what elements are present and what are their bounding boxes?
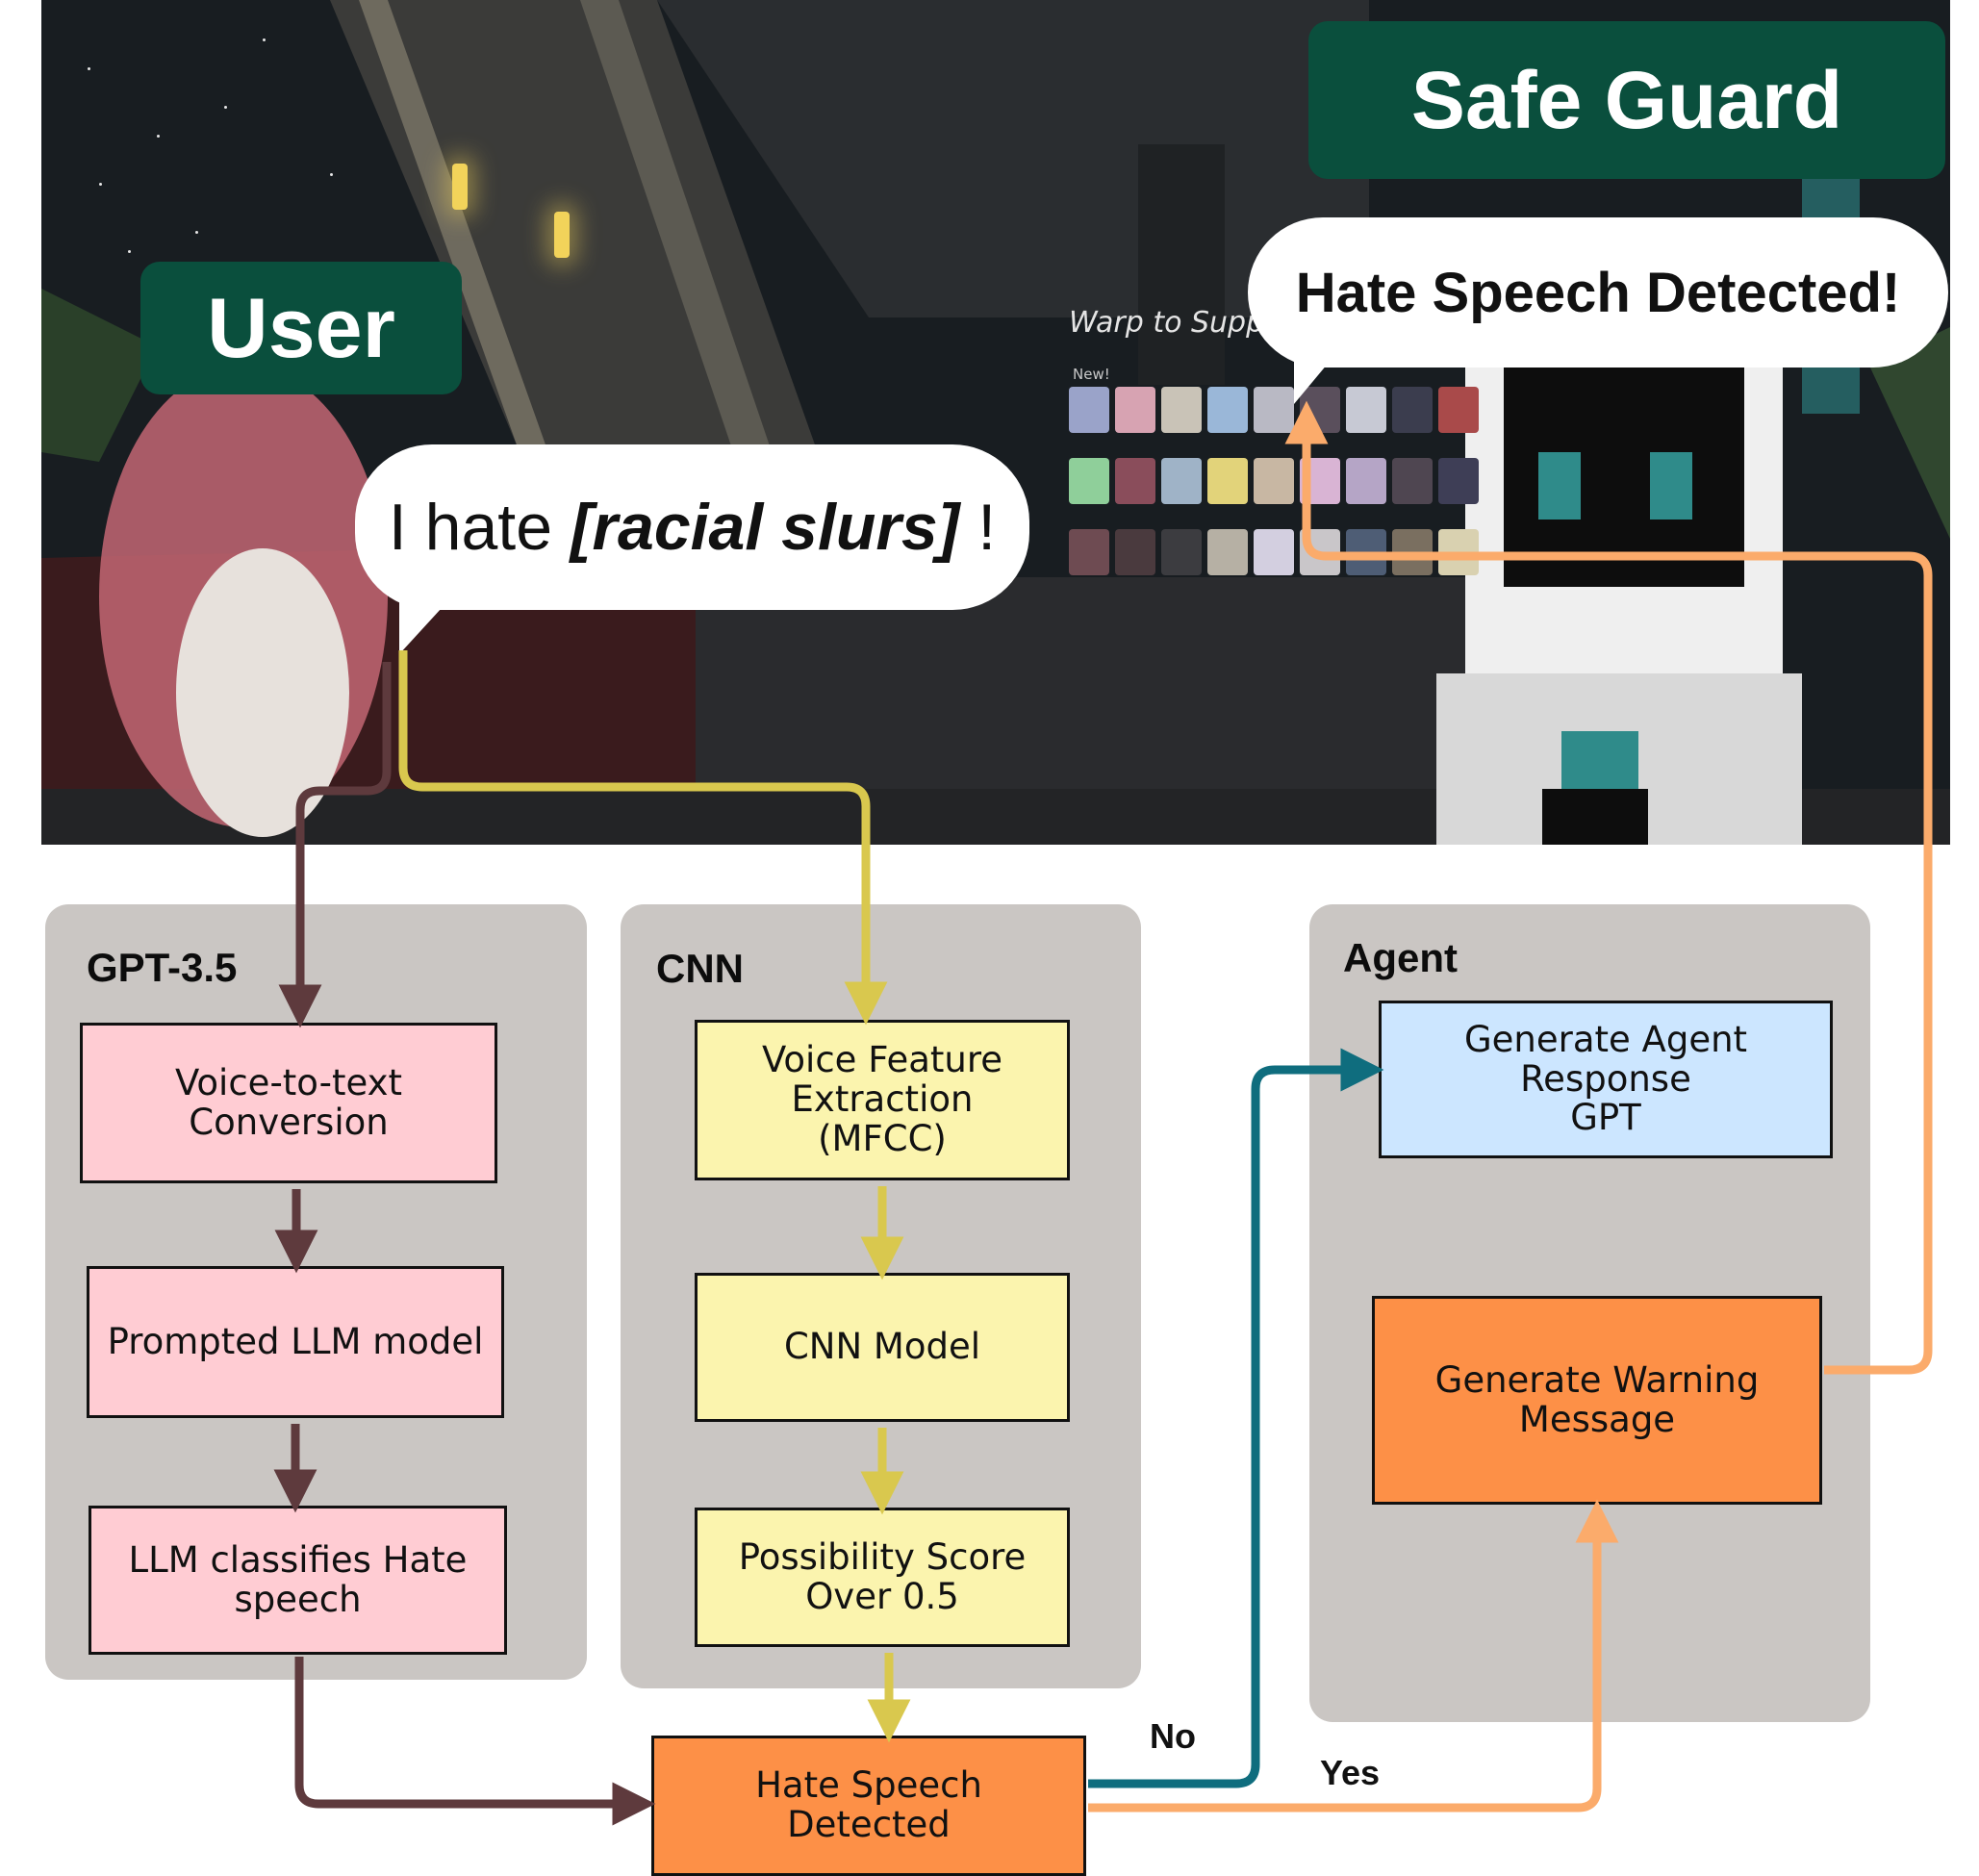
user-speech-slur-placeholder: [racial slurs]: [570, 491, 960, 564]
wall-lamp: [554, 212, 570, 258]
star: [224, 106, 227, 109]
prompted-llm-node: Prompted LLM model: [87, 1266, 504, 1418]
agent-response-node: Generate Agent Response GPT: [1379, 1001, 1833, 1158]
guard-speech-bubble: Hate Speech Detected!: [1248, 217, 1948, 368]
cnn-model-node: CNN Model: [695, 1273, 1070, 1422]
user-title: User: [140, 262, 462, 394]
star: [99, 183, 102, 186]
user-speech-prefix: I hate: [388, 491, 571, 564]
warp-sign-text: Warp to Supp: [1069, 306, 1265, 340]
voice-to-text-node: Voice-to-text Conversion: [80, 1023, 497, 1183]
edge-label-yes: Yes: [1320, 1753, 1381, 1792]
hate-speech-detected-node: Hate Speech Detected: [651, 1736, 1086, 1876]
possibility-score-node: Possibility Score Over 0.5: [695, 1508, 1070, 1647]
agent-panel-label: Agent: [1343, 935, 1458, 980]
gpt-panel-label: GPT-3.5: [87, 945, 238, 990]
star: [330, 173, 333, 176]
warning-message-node: Generate Warning Message: [1372, 1296, 1822, 1505]
new-tag: New!: [1073, 366, 1110, 383]
star: [263, 38, 266, 41]
star: [157, 135, 160, 138]
edge-label-no: No: [1150, 1716, 1196, 1756]
llm-classifies-node: LLM classifies Hate speech: [89, 1506, 507, 1655]
cnn-panel-label: CNN: [656, 946, 744, 991]
user-speech-bubble: I hate [racial slurs] !: [355, 444, 1029, 610]
wall-lamp: [452, 164, 468, 210]
star: [128, 250, 131, 253]
star: [195, 231, 198, 234]
safe-guard-title: Safe Guard: [1308, 21, 1945, 179]
user-speech-suffix: !: [959, 491, 997, 564]
voice-feature-node: Voice Feature Extraction (MFCC): [695, 1020, 1070, 1180]
star: [88, 67, 90, 70]
